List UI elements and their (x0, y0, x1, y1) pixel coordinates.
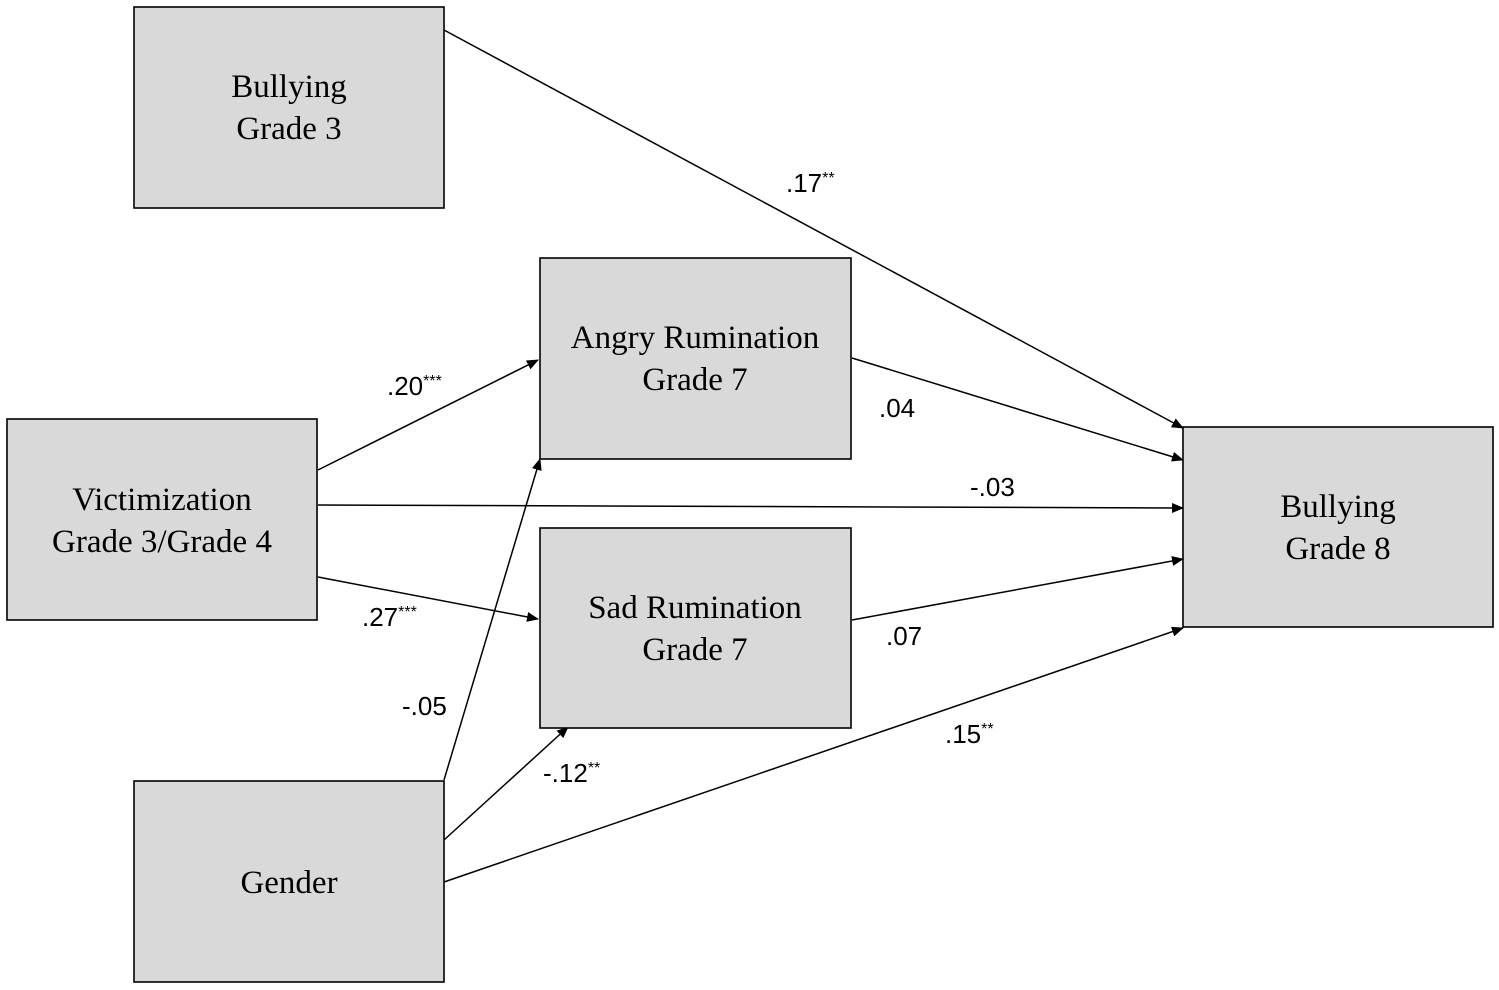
edge-sad-rumination-to-bullying-g8 (851, 556, 1184, 621)
coef-value: .04 (879, 393, 915, 423)
node-bullying-grade-3-line2: Grade 3 (236, 111, 341, 147)
coef-victimization-to-sad: .27*** (362, 602, 417, 632)
node-bullying-grade-3: Bullying Grade 3 (133, 6, 445, 209)
edge-gender-to-sad-rumination (443, 726, 569, 841)
edge-gender-to-bullying-g8 (443, 626, 1184, 883)
coef-angry-to-bullying-g8: .04 (879, 393, 915, 423)
node-bullying-grade-8-line2: Grade 8 (1285, 531, 1390, 567)
node-gender-label: Gender (240, 865, 337, 901)
node-sad-rumination: Sad Rumination Grade 7 (539, 527, 852, 729)
coef-gender-to-bullying-g8: .15** (945, 719, 994, 749)
node-victimization-line1: Victimization (72, 482, 251, 518)
node-bullying-grade-3-line1: Bullying (231, 69, 347, 105)
node-sad-rumination-line1: Sad Rumination (588, 590, 802, 626)
coef-value: .20 (387, 371, 423, 401)
coef-value: -.03 (970, 472, 1015, 502)
coef-value: -.05 (402, 691, 447, 721)
node-bullying-grade-8: Bullying Grade 8 (1182, 426, 1494, 628)
coef-stars: *** (398, 604, 417, 621)
coef-victimization-to-bullying-g8: -.03 (970, 472, 1015, 502)
coef-stars: ** (588, 760, 600, 777)
coef-gender-to-angry: -.05 (402, 691, 447, 721)
coef-value: .15 (945, 719, 981, 749)
node-angry-rumination: Angry Rumination Grade 7 (539, 257, 852, 460)
edge-gender-to-angry-rumination (443, 458, 542, 781)
edge-angry-rumination-to-bullying-g8 (851, 357, 1184, 462)
edge-victimization-to-sad-rumination (317, 576, 539, 622)
node-angry-rumination-line2: Grade 7 (642, 362, 747, 398)
edge-victimization-to-bullying-g8 (317, 502, 1184, 513)
coef-sad-to-bullying-g8: .07 (886, 621, 922, 651)
coef-value: .17 (786, 168, 822, 198)
node-victimization-line2: Grade 3/Grade 4 (52, 524, 272, 560)
coef-stars: ** (822, 170, 834, 187)
coef-stars: ** (981, 721, 993, 738)
coef-value: -.12 (543, 758, 588, 788)
coef-victimization-to-angry: .20*** (387, 371, 442, 401)
coef-gender-to-sad: -.12** (543, 758, 600, 788)
coef-value: .07 (886, 621, 922, 651)
node-gender: Gender (133, 780, 445, 983)
node-sad-rumination-line2: Grade 7 (642, 632, 747, 668)
node-angry-rumination-line1: Angry Rumination (571, 320, 819, 356)
node-victimization: Victimization Grade 3/Grade 4 (6, 418, 318, 621)
coef-stars: *** (423, 373, 442, 390)
edge-victimization-to-angry-rumination (317, 359, 539, 471)
coef-bullying-g3-to-bullying-g8: .17** (786, 168, 835, 198)
coef-value: .27 (362, 602, 398, 632)
edge-bullying-g3-to-bullying-g8 (443, 29, 1184, 429)
node-bullying-grade-8-line1: Bullying (1280, 489, 1396, 525)
